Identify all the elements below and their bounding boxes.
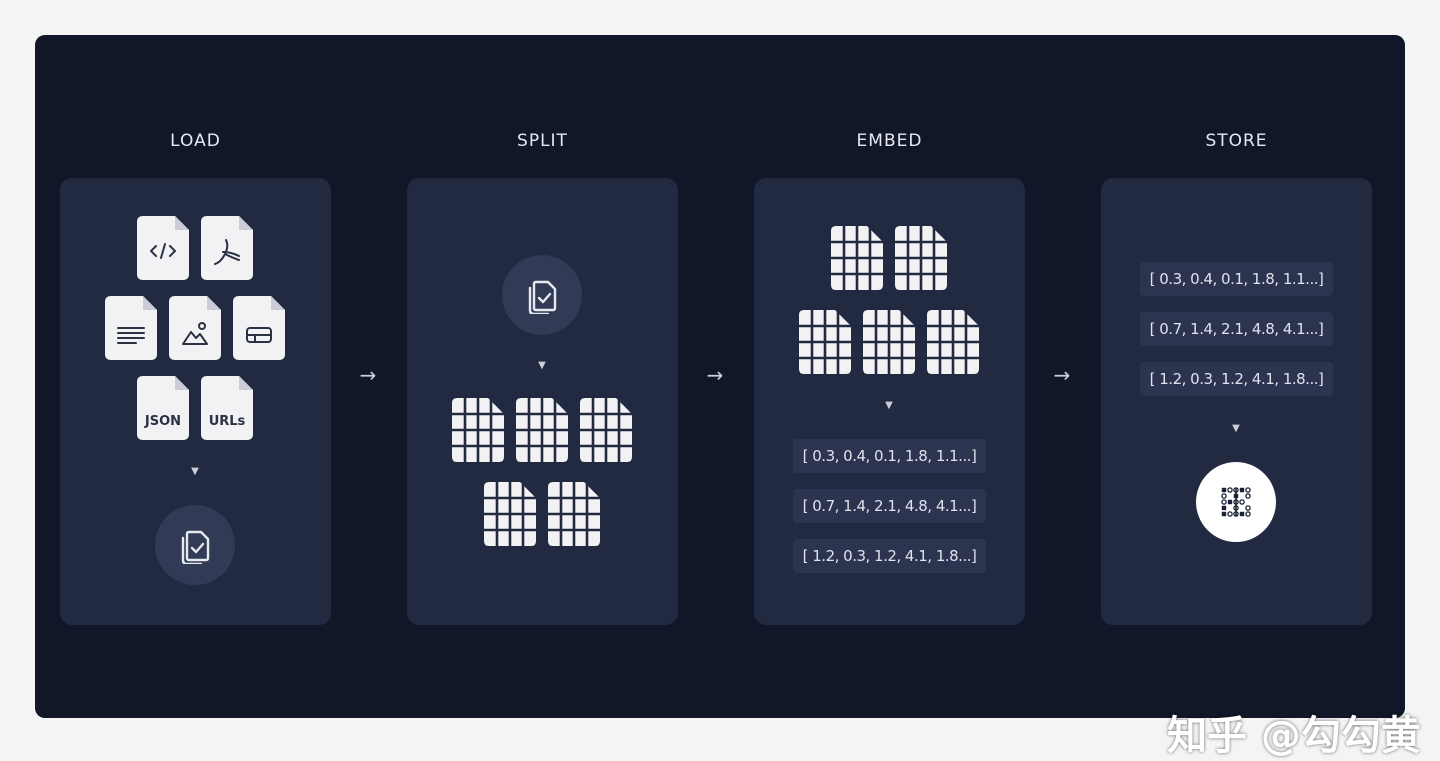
pdf-file-icon	[201, 216, 253, 280]
down-arrow-icon: ▼	[191, 466, 199, 477]
chunk-grid-icon	[799, 310, 851, 374]
chunk-grid-icon	[452, 398, 504, 462]
down-arrow-icon: ▼	[885, 400, 893, 411]
chunk-grid-icon	[831, 226, 883, 290]
embed-vector-row: [ 0.7, 1.4, 2.1, 4.8, 4.1...]	[793, 489, 986, 523]
arrow-split-to-embed: →	[706, 363, 724, 387]
store-panel: [ 0.3, 0.4, 0.1, 1.8, 1.1...] [ 0.7, 1.4…	[1101, 178, 1372, 625]
down-arrow-icon: ▼	[1232, 423, 1240, 434]
image-file-icon	[169, 296, 221, 360]
store-vector-row: [ 0.7, 1.4, 2.1, 4.8, 4.1...]	[1140, 312, 1333, 346]
split-title: SPLIT	[517, 131, 568, 151]
chunk-grid-icon	[484, 482, 536, 546]
document-copy-check-icon	[502, 255, 582, 335]
embed-panel: ▼ [ 0.3, 0.4, 0.1, 1.8, 1.1...] [ 0.7, 1…	[754, 178, 1025, 625]
chunk-grid-icon	[895, 226, 947, 290]
arrow-embed-to-store: →	[1053, 363, 1071, 387]
embed-title: EMBED	[856, 131, 923, 151]
document-copy-check-icon	[155, 505, 235, 585]
urls-label: URLs	[208, 414, 246, 429]
embed-vector-row: [ 0.3, 0.4, 0.1, 1.8, 1.1...]	[793, 439, 986, 473]
store-title: STORE	[1205, 131, 1268, 151]
json-label: JSON	[144, 414, 182, 429]
chunk-grid-icon	[548, 482, 600, 546]
split-panel: ▼	[407, 178, 678, 625]
load-title: LOAD	[170, 131, 221, 151]
chunk-grid-icon	[516, 398, 568, 462]
chunk-grid-icon	[863, 310, 915, 374]
text-file-icon	[105, 296, 157, 360]
embed-vector-row: [ 1.2, 0.3, 1.2, 4.1, 1.8...]	[793, 539, 986, 573]
pipeline-diagram: LOAD SPLIT EMBED STORE JSON URLs ▼	[35, 35, 1421, 759]
json-file-icon: JSON	[137, 376, 189, 440]
chunk-grid-icon	[580, 398, 632, 462]
down-arrow-icon: ▼	[538, 360, 546, 371]
watermark: 知乎 @勾勾黄	[1167, 713, 1421, 759]
store-vector-row: [ 0.3, 0.4, 0.1, 1.8, 1.1...]	[1140, 262, 1333, 296]
load-panel: JSON URLs ▼	[60, 178, 331, 625]
arrow-load-to-split: →	[359, 363, 377, 387]
urls-file-icon: URLs	[201, 376, 253, 440]
code-file-icon	[137, 216, 189, 280]
store-vector-row: [ 1.2, 0.3, 1.2, 4.1, 1.8...]	[1140, 362, 1333, 396]
table-file-icon	[233, 296, 285, 360]
chunk-grid-icon	[927, 310, 979, 374]
vector-store-logo-icon	[1196, 462, 1276, 542]
